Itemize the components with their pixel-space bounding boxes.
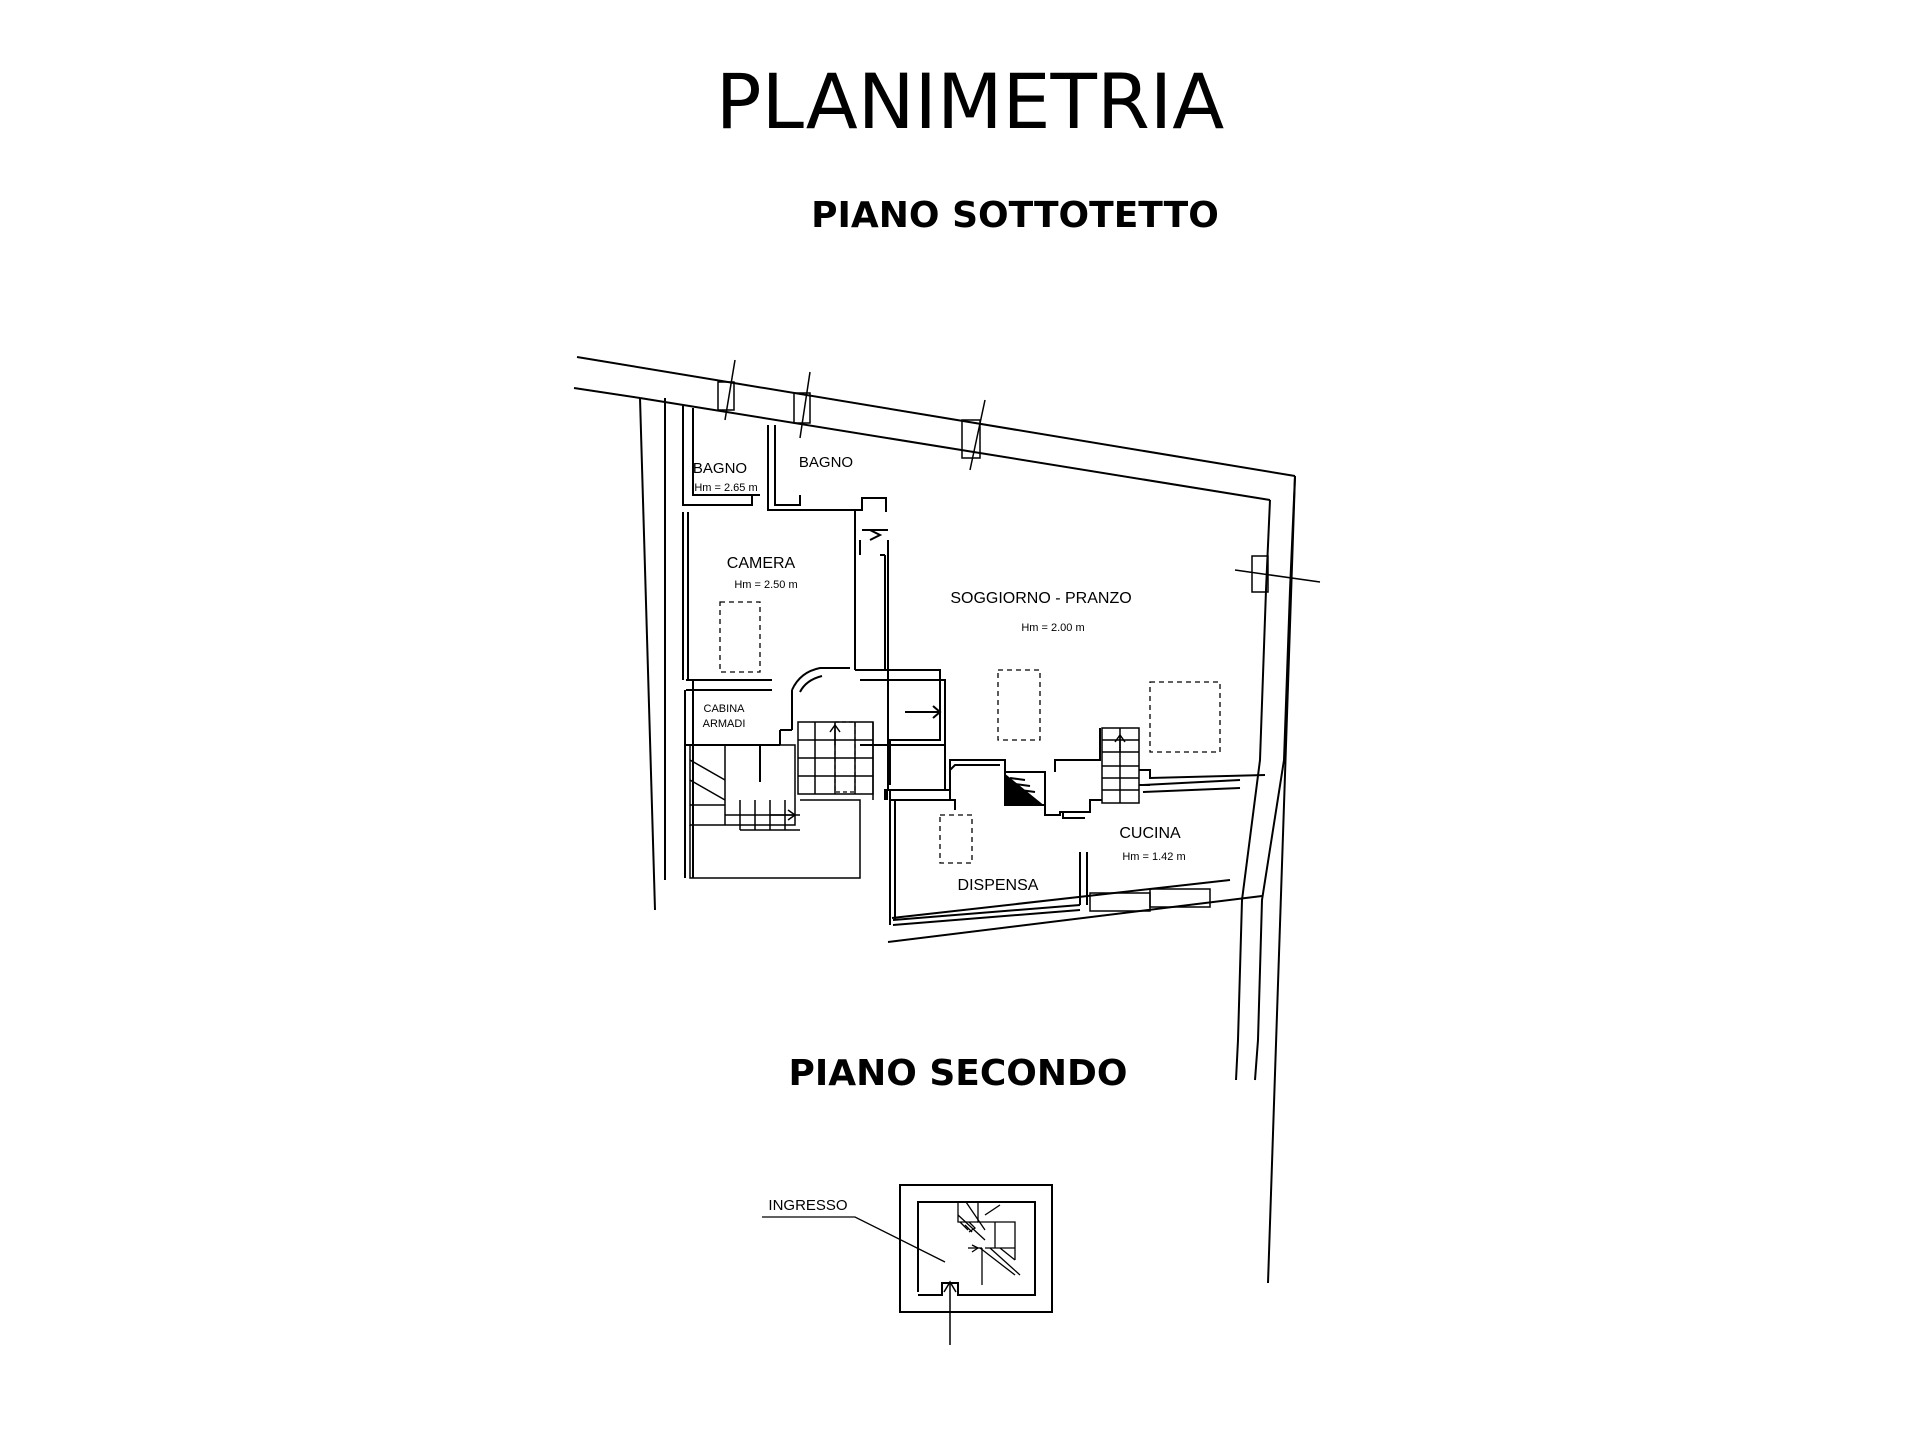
room-label-cabina-line2: ARMADI [703, 718, 746, 730]
lower-floor-plan [762, 1184, 1053, 1345]
room-label-dispensa: DISPENSA [958, 877, 1039, 894]
room-label-soggiorno: SOGGIORNO - PRANZO [950, 590, 1131, 607]
upper-floor-plan [573, 356, 1321, 1284]
room-label-bagno-2: BAGNO [799, 454, 853, 471]
room-label-ingresso: INGRESSO [768, 1197, 847, 1214]
room-label-bagno-1: BAGNO [693, 460, 747, 477]
lower-floor-title: PIANO SECONDO [788, 1053, 1127, 1094]
upper-floor-title: PIANO SOTTOTETTO [811, 195, 1219, 236]
page-title: PLANIMETRIA [716, 57, 1224, 146]
stair-lower-left [689, 744, 861, 879]
stair-right [1101, 727, 1140, 804]
room-label-cabina-line1: CABINA [704, 703, 746, 715]
room-height-soggiorno: Hm = 2.00 m [1021, 622, 1084, 634]
room-height-cucina: Hm = 1.42 m [1122, 851, 1185, 863]
room-height-bagno-1: Hm = 2.65 m [694, 482, 757, 494]
furniture-outlines [719, 601, 1221, 864]
window-marks [717, 359, 1321, 912]
room-label-cucina: CUCINA [1119, 825, 1181, 842]
upper-floor-labels: BAGNO Hm = 2.65 m BAGNO CAMERA Hm = 2.50… [693, 454, 1186, 894]
room-label-camera: CAMERA [727, 555, 796, 572]
room-height-camera: Hm = 2.50 m [734, 579, 797, 591]
